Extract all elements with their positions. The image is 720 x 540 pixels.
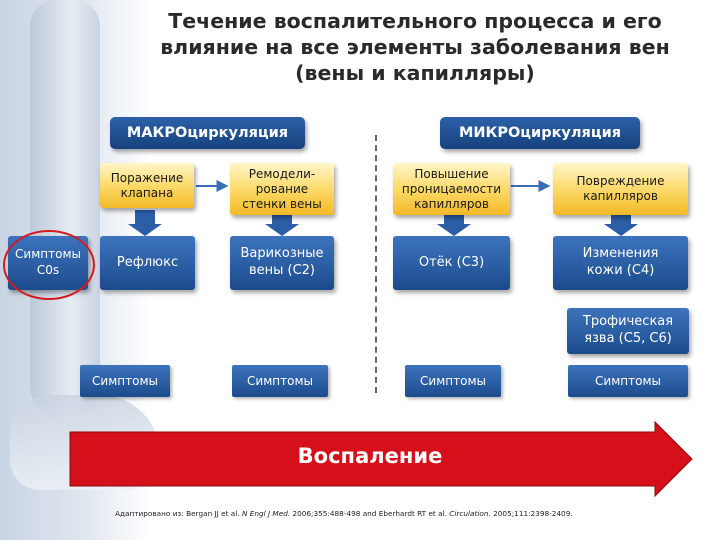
box-reflux-label: Рефлюкс [117, 255, 178, 272]
box-valve-damage-line1: Поражение [111, 171, 184, 185]
box-capillary-damage-line1: Повреждение [577, 174, 665, 188]
box-skin-changes-line1: Изменения [583, 246, 659, 261]
box-wall-remodeling-line3: стенки вены [242, 197, 321, 211]
box-wall-remodeling-line1: Ремодели- [249, 167, 316, 181]
reference-mid: 2006;355:488-498 and Eberhardt RT et al. [290, 509, 449, 518]
reference-journal-2: Circulation. [449, 509, 491, 518]
highlight-circle [3, 230, 95, 300]
box-varicose-veins-line1: Варикозные [240, 246, 323, 261]
box-trophic-ulcer: Трофическая язва (C5, C6) [567, 308, 689, 354]
reference-citation: Адаптировано из: Bergan JJ et al. N Engl… [115, 509, 573, 518]
box-capillary-damage-line2: капилляров [583, 189, 658, 203]
reference-suffix: 2005;111:2398-2409. [491, 509, 573, 518]
box-capillary-permeability-line2: проницаемости [402, 182, 501, 196]
symptoms-box-2: Симптомы [232, 365, 328, 397]
box-varicose-veins: Варикозные вены (C2) [230, 236, 334, 290]
box-capillary-permeability-line3: капилляров [414, 197, 489, 211]
box-edema-label: Отёк (C3) [419, 255, 484, 272]
box-reflux: Рефлюкс [100, 236, 195, 290]
box-valve-damage-line2: клапана [121, 186, 174, 200]
symptoms-box-4: Симптомы [568, 365, 688, 397]
box-skin-changes-line2: кожи (C4) [587, 263, 655, 278]
box-trophic-ulcer-line2: язва (C5, C6) [584, 331, 672, 346]
box-skin-changes: Изменения кожи (C4) [553, 236, 688, 290]
box-capillary-permeability-line1: Повышение [414, 167, 488, 181]
symptoms-box-1: Симптомы [80, 365, 170, 397]
box-wall-remodeling-line2: рование [256, 182, 308, 196]
inflammation-label: Воспаление [70, 444, 670, 468]
arrow-down-valve [128, 210, 162, 236]
box-varicose-veins-line2: вены (C2) [249, 263, 315, 278]
reference-journal-1: N Engl J Med. [242, 509, 290, 518]
box-edema: Отёк (C3) [393, 236, 510, 290]
reference-prefix: Адаптировано из: Bergan JJ et al. [115, 509, 242, 518]
box-trophic-ulcer-line1: Трофическая [583, 314, 673, 329]
symptoms-box-3: Симптомы [405, 365, 501, 397]
